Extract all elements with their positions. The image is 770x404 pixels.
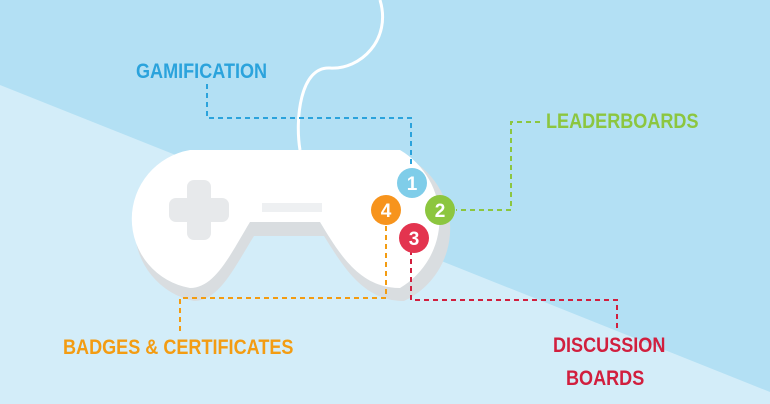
connector-discussion <box>410 250 618 330</box>
button-4-number: 4 <box>381 201 392 222</box>
label-badges-certificates: BADGES & CERTIFICATES <box>63 336 294 359</box>
button-1-number: 1 <box>407 174 418 195</box>
button-3-number: 3 <box>409 229 420 250</box>
connector-leaderboards <box>456 121 540 211</box>
label-leaderboards: LEADERBOARDS <box>546 110 699 133</box>
connector-badges <box>179 226 387 332</box>
button-2-circle <box>425 195 455 225</box>
button-4: 4 <box>371 195 401 225</box>
connector-gamification <box>206 84 412 168</box>
dpad-icon <box>169 180 229 240</box>
button-1-circle <box>397 168 427 198</box>
button-1: 1 <box>397 168 427 198</box>
button-4-circle <box>371 195 401 225</box>
button-2-number: 2 <box>435 201 446 222</box>
label-gamification: GAMIFICATION <box>136 60 268 83</box>
controller-cable <box>296 0 384 151</box>
button-3-circle <box>399 223 429 253</box>
label-discussion: DISCUSSION <box>553 334 666 357</box>
button-2: 2 <box>425 195 455 225</box>
label-boards: BOARDS <box>566 367 645 390</box>
button-3: 3 <box>399 223 429 253</box>
controller-groove <box>262 203 322 212</box>
